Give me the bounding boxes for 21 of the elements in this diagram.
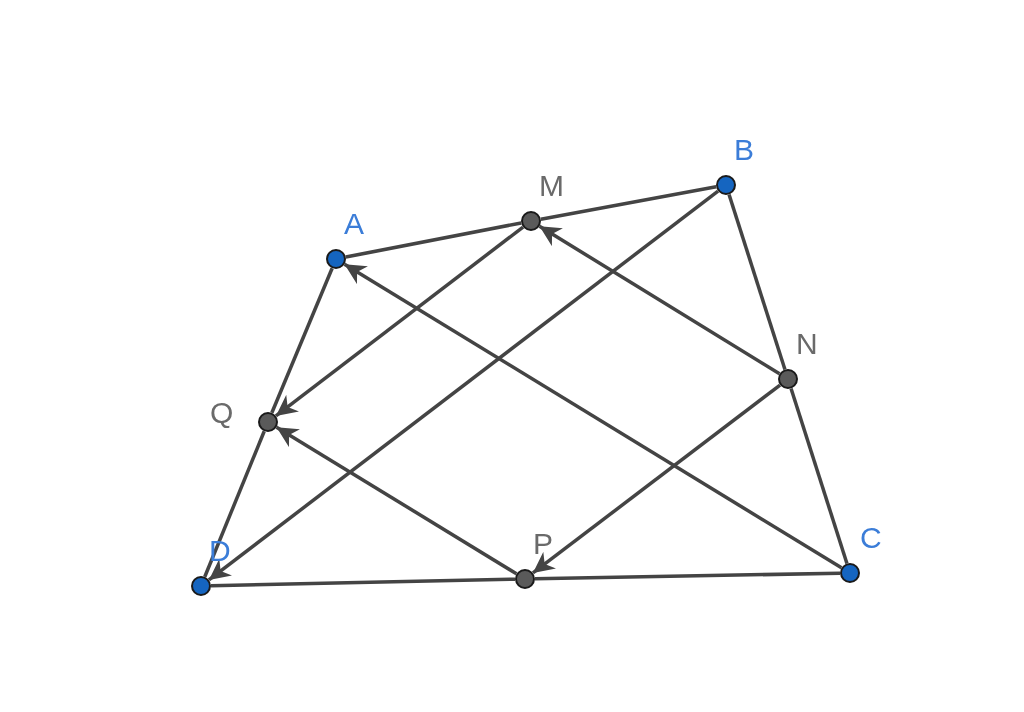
vector-arrow [538, 224, 781, 376]
point-label: C [860, 523, 882, 553]
vector-arrow [207, 189, 720, 582]
line-segment [789, 388, 849, 564]
line-segment [727, 194, 787, 370]
point-label: N [796, 329, 818, 359]
line-segment [345, 221, 522, 259]
vector-arrow [343, 262, 843, 570]
line-segment [534, 571, 841, 581]
vector-arrow [531, 383, 782, 575]
line-segment [210, 577, 516, 588]
point-label: M [539, 171, 564, 201]
point-label: A [344, 209, 364, 239]
line-segment [270, 267, 334, 414]
point-label: P [533, 529, 553, 559]
line-segment [203, 430, 266, 578]
vector-arrow [275, 425, 518, 576]
point-label: B [734, 135, 754, 165]
point-label: Q [210, 398, 234, 428]
line-segment [540, 185, 717, 221]
vector-arrow [274, 225, 525, 418]
